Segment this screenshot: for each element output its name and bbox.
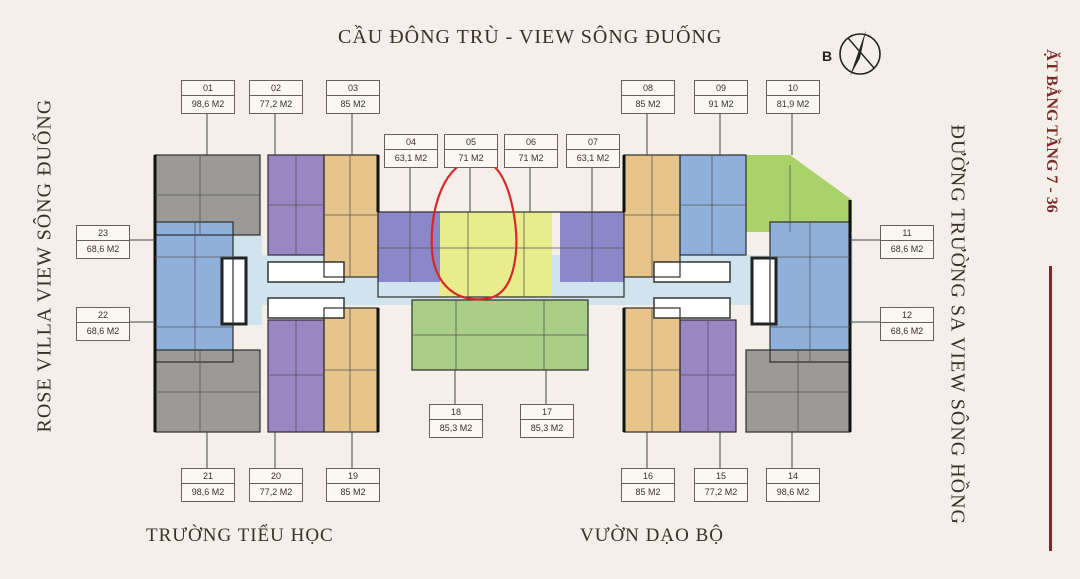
unit-04-shape xyxy=(378,212,440,282)
bottom-right-title: VƯỜN DẠO BỘ xyxy=(580,525,724,546)
compass-letter: B xyxy=(822,48,833,64)
elevators-right xyxy=(653,261,731,283)
core-right xyxy=(750,256,778,326)
interior-lines xyxy=(155,155,850,432)
unit-10-shape xyxy=(746,155,852,232)
leader-lines xyxy=(128,112,880,468)
unit-03-shape xyxy=(324,155,378,277)
bottom-left-title: TRƯỜNG TIỂU HỌC xyxy=(146,525,334,546)
highlight-circle xyxy=(430,158,518,301)
unit-21-shape xyxy=(155,350,260,432)
side-banner-rule xyxy=(1049,266,1052,551)
compass: B xyxy=(820,24,890,80)
core-left xyxy=(220,256,248,326)
top-title: CẦU ĐÔNG TRÙ - VIEW SÔNG ĐUỐNG xyxy=(338,26,723,48)
compass-icon xyxy=(839,30,881,76)
elevators-left xyxy=(267,261,345,283)
